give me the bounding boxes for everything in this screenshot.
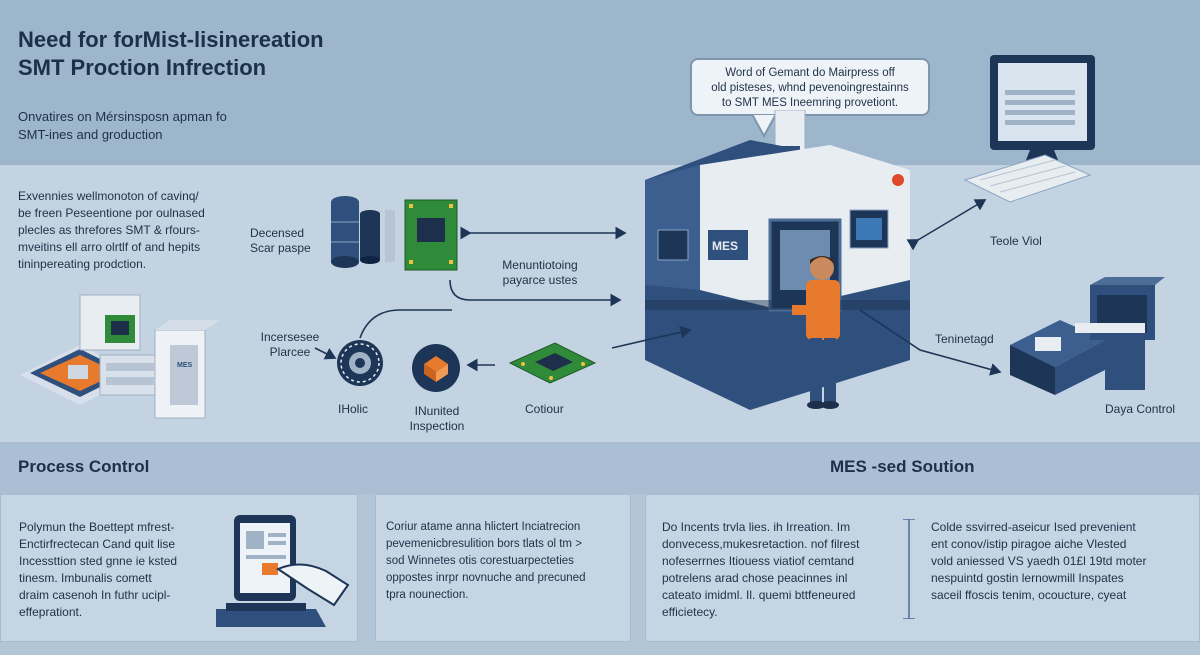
divider-bracket [903,519,915,619]
label-teninetagd: Teninetagd [935,332,994,346]
card-4-line: nespuintd gostin lernowmill Inspates [931,571,1124,585]
card-process-control: Polymun the Boettept mfrest- Enctirfrect… [0,494,358,642]
tablet-hand-icon [216,515,350,627]
operator-figure [792,256,840,409]
page-subtitle: Onvatires on Mérsinsposn apman fo SMT-in… [18,108,227,144]
card-2-line: pevemenicbresulition bors tlats ol tm > [386,538,582,550]
intro-line-1: Exvennies wellmonoton of cavinq/ [18,189,199,203]
section-title-strip [0,442,1200,494]
label-inspection-line-1: INunited [414,404,460,418]
card-2-line: Coriur atame anna hlictert Inciatrecion [386,521,581,533]
callout-line-3: to SMT MES Ineemring provetiont. [721,97,899,109]
label-cotiour: Cotiour [525,402,564,416]
label-tool: Teole Viol [990,234,1042,248]
reel-stack-illustration [331,196,458,271]
label-inspection-line-2: Inspection [409,419,465,433]
title-line-2: SMT Proction Infrection [18,55,267,80]
card-2-line: oppostes inrpr novnuche and precuned [386,572,586,584]
box-mes-text: MES [177,362,193,369]
subtitle-line-1: Onvatires on Mérsinsposn apman fo [18,109,227,124]
label-daya-control: Daya Control [1105,402,1176,416]
card-middle-text: Coriur atame anna hlictert Inciatrecion … [386,519,626,604]
intro-line-5: tininpereating prodction. [18,257,147,271]
label-menu: Menuntiotoing payarce ustes [485,258,595,288]
subtitle-line-2: SMT-ines and groduction [18,127,163,142]
card-4-line: Colde ssvirred-aseicur Ised prevenient [931,520,1136,534]
section-title-process-control: Process Control [18,457,150,476]
card-1-line: Polymun the Boettept mfrest- [19,520,175,534]
card-3-line: donvecess,mukesretaction. nof filrest [662,537,860,551]
card-1-line: tinesm. Imbunalis comett [19,571,152,585]
card-4-line: vold aniessed VS yaedh 01£l 19td moter [931,554,1147,568]
card-1-line: Incessttion sted gnne ie ksted [19,554,178,568]
card-2-line: tpra nounection. [386,589,469,601]
flow-connectors [314,199,1002,376]
card-3-line: efficietecy. [662,605,718,619]
machine-mes-text: MES [712,239,738,253]
card-3-line: Do Incents trvla lies. ih Irreation. Im [662,520,851,534]
card-1-line: Enctirfrectecan Cand quit lise [19,537,176,551]
callout-line-1: Word of Gemant do Mairpress off [725,67,895,79]
label-ihotic: IHolic [338,402,369,416]
label-decensed-line-2: Scar paspe [250,241,311,255]
callout-box: Word of Gemant do Mairpress off old pist… [690,58,930,116]
card-3-line: nofeserrnes Itiouess viatiof cemtand [662,554,855,568]
card-4-line: saceil ffoscis tenim, ocoucture, cyeat [931,588,1127,602]
label-menu-line-2: payarce ustes [502,273,578,287]
card-process-control-text: Polymun the Boettept mfrest- Enctirfrect… [19,519,209,621]
intro-line-3: plecles as threfores SMT & rfours- [18,223,200,237]
callout-pointer [750,114,778,138]
gear-icon [337,340,383,386]
card-2-line: sod Winnetes otis corestuarpecteties [386,555,574,567]
pcb-assembly-illustration: MES [20,294,220,419]
card-middle: Coriur atame anna hlictert Inciatrecion … [375,494,631,642]
section-title-mes-solution: MES -sed Soution [830,457,975,476]
inspection-box-icon [412,344,460,392]
label-increse-line-1: Incersesee [260,330,320,344]
card-4-line: ent conov/istip piragoe aiche Vlested [931,537,1127,551]
label-inspection: INunited Inspection [392,404,482,434]
inspection-equipment [1010,277,1165,395]
card-1-line: effeprationt. [19,605,83,619]
card-mes-solution-right-text: Colde ssvirred-aseicur Ised prevenient e… [931,519,1191,604]
card-1-line: draim casenoh In futhr ucipl- [19,588,171,602]
card-3-line: potrelens arad chose peacinnes inl [662,571,848,585]
card-mes-solution: Do Incents trvla lies. ih Irreation. Im … [645,494,1200,642]
label-decensed: Decensed Scar paspe [250,226,311,256]
callout-line-2: old pisteses, whnd pevenoingrestainns [711,82,909,94]
label-menu-line-1: Menuntiotoing [502,258,578,272]
intro-line-2: be freen Peseentione por oulnased [18,206,205,220]
intro-text: Exvennies wellmonoton of cavinq/ be free… [18,188,248,273]
label-increse: Incersesee Plarcee [245,330,335,360]
computer-workstation [963,55,1095,203]
smt-machine-illustration: MES [645,110,910,410]
intro-line-4: mveitins ell arro olrtlf of and hepits [18,240,201,254]
card-mes-solution-left-text: Do Incents trvla lies. ih Irreation. Im … [662,519,902,621]
pcb-board-icon [508,342,597,384]
card-3-line: cateato imidml. Il. quemi bttfeneured [662,588,856,602]
label-increse-line-2: Plarcee [269,345,311,359]
label-decensed-line-1: Decensed [250,226,305,240]
page-title: Need for forMist-lisinereation SMT Proct… [18,26,324,82]
title-line-1: Need for forMist-lisinereation [18,27,324,52]
